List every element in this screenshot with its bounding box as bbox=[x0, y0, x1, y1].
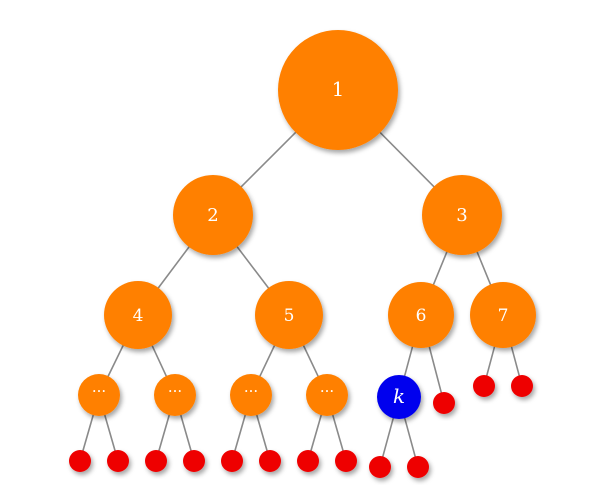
tree-node-n5: 5 bbox=[255, 281, 323, 349]
leaf-circle bbox=[473, 375, 495, 397]
edge-n1-n2 bbox=[240, 130, 298, 188]
node-circle bbox=[388, 282, 454, 348]
tree-node-n3: 3 bbox=[422, 175, 502, 255]
leaf-circle bbox=[145, 450, 167, 472]
leaf-node-l6b bbox=[433, 392, 455, 414]
tree-node-n4: 4 bbox=[104, 281, 172, 349]
node-circle bbox=[230, 374, 272, 416]
leaf-circle bbox=[259, 450, 281, 472]
leaf-circle bbox=[183, 450, 205, 472]
edge-d3-l6 bbox=[255, 413, 269, 452]
leaf-circle bbox=[335, 450, 357, 472]
node-label: ··· bbox=[92, 382, 106, 400]
node-circle bbox=[377, 375, 421, 419]
leaf-circle bbox=[369, 456, 391, 478]
node-label: 6 bbox=[416, 306, 427, 326]
node-circle bbox=[255, 281, 323, 349]
leaf-node-l7b bbox=[511, 375, 533, 397]
edge-n3-n6 bbox=[432, 249, 449, 286]
node-circle bbox=[173, 175, 253, 255]
edge-d2-l4 bbox=[179, 413, 193, 452]
edge-n3-n7 bbox=[475, 249, 492, 286]
edge-d4-l8 bbox=[331, 413, 345, 452]
leaf-node-lk1 bbox=[369, 456, 391, 478]
tree-node-d2: ··· bbox=[154, 374, 196, 416]
edge-d2-l3 bbox=[157, 413, 171, 452]
tree-nodes: 1 2 3 4 5 6 7 ··· ··· ··· ··· k bbox=[69, 30, 536, 478]
leaf-node-l5 bbox=[221, 450, 243, 472]
leaf-node-l6 bbox=[259, 450, 281, 472]
node-label: k bbox=[393, 384, 405, 408]
edge-n1-n3 bbox=[378, 130, 436, 188]
tree-edges bbox=[81, 130, 521, 458]
edge-n7-l7a bbox=[485, 344, 496, 377]
tree-node-d3: ··· bbox=[230, 374, 272, 416]
node-label: 7 bbox=[498, 306, 509, 326]
leaf-node-l2 bbox=[107, 450, 129, 472]
node-label: 5 bbox=[284, 306, 295, 326]
leaf-circle bbox=[107, 450, 129, 472]
edge-d4-l7 bbox=[309, 413, 323, 452]
edge-n4-d2 bbox=[150, 343, 168, 378]
edge-k-lk1 bbox=[381, 416, 395, 458]
leaf-node-lk2 bbox=[407, 456, 429, 478]
node-label: ··· bbox=[168, 382, 182, 400]
edge-n7-l7b bbox=[510, 344, 521, 377]
node-label: 3 bbox=[456, 205, 467, 226]
leaf-node-l8 bbox=[335, 450, 357, 472]
tree-node-d4: ··· bbox=[306, 374, 348, 416]
leaf-circle bbox=[221, 450, 243, 472]
node-circle bbox=[422, 175, 502, 255]
node-label: 1 bbox=[332, 77, 345, 101]
edge-d1-l1 bbox=[81, 413, 95, 452]
edge-n4-d1 bbox=[107, 343, 125, 378]
node-label: ··· bbox=[320, 382, 334, 400]
edge-n2-n5 bbox=[235, 244, 270, 290]
leaf-circle bbox=[407, 456, 429, 478]
edge-n5-d3 bbox=[258, 343, 276, 378]
edge-n2-n4 bbox=[157, 244, 191, 290]
node-circle bbox=[306, 374, 348, 416]
tree-node-k: k bbox=[377, 375, 421, 419]
tree-node-n6: 6 bbox=[388, 282, 454, 348]
node-circle bbox=[470, 282, 536, 348]
node-label: 2 bbox=[207, 205, 218, 226]
node-circle bbox=[278, 30, 398, 150]
leaf-circle bbox=[511, 375, 533, 397]
leaf-circle bbox=[297, 450, 319, 472]
leaf-circle bbox=[69, 450, 91, 472]
edge-n6-l6b bbox=[428, 344, 443, 394]
node-circle bbox=[154, 374, 196, 416]
tree-node-n7: 7 bbox=[470, 282, 536, 348]
leaf-circle bbox=[433, 392, 455, 414]
leaf-node-l7a bbox=[473, 375, 495, 397]
edge-n6-k bbox=[403, 344, 414, 377]
leaf-node-l3 bbox=[145, 450, 167, 472]
edge-k-lk2 bbox=[403, 416, 417, 458]
node-circle bbox=[104, 281, 172, 349]
node-label: 4 bbox=[133, 306, 144, 326]
leaf-node-l1 bbox=[69, 450, 91, 472]
leaf-node-l7 bbox=[297, 450, 319, 472]
tree-node-d1: ··· bbox=[78, 374, 120, 416]
node-circle bbox=[78, 374, 120, 416]
node-label: ··· bbox=[244, 382, 258, 400]
tree-node-n1: 1 bbox=[278, 30, 398, 150]
edge-n5-d4 bbox=[302, 343, 320, 378]
leaf-node-l4 bbox=[183, 450, 205, 472]
edge-d1-l2 bbox=[103, 413, 117, 452]
edge-d3-l5 bbox=[233, 413, 247, 452]
tree-node-n2: 2 bbox=[173, 175, 253, 255]
